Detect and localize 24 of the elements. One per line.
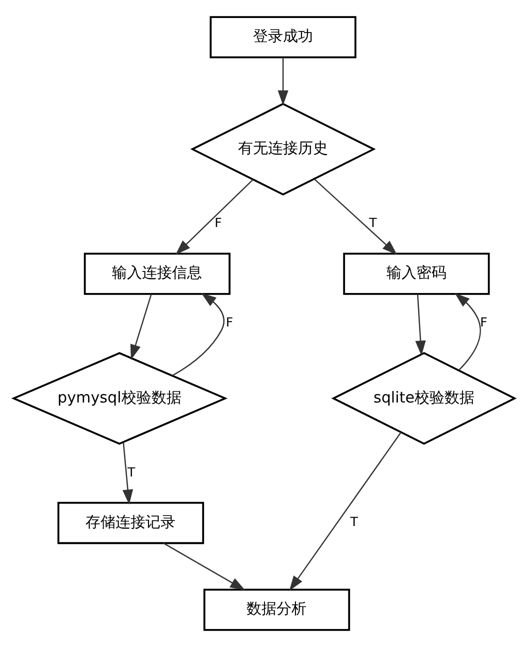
arrow xyxy=(176,179,254,255)
arrow xyxy=(314,178,398,255)
arrow xyxy=(415,294,426,356)
node-diamond: 有无连接历史 xyxy=(190,102,376,196)
arrow xyxy=(130,294,152,360)
node-box: 存储连接记录 xyxy=(57,502,204,544)
node-diamond: pymysql校验数据 xyxy=(11,352,228,445)
arrow xyxy=(122,442,134,505)
edge-label: F xyxy=(214,215,222,230)
edge-label: F xyxy=(480,314,488,330)
arrow xyxy=(454,292,481,371)
node-diamond: sqlite校验数据 xyxy=(331,352,517,445)
node-box: 输入密码 xyxy=(343,252,490,295)
node-box: 数据分析 xyxy=(203,588,350,631)
arrow xyxy=(278,58,288,106)
arrow xyxy=(163,542,246,590)
arrow xyxy=(289,432,402,591)
node-box: 输入连接信息 xyxy=(84,252,230,295)
edge-label: F xyxy=(226,314,234,330)
node-box: 登录成功 xyxy=(210,16,356,58)
arrow xyxy=(172,293,225,376)
edge-label: T xyxy=(350,514,358,530)
edge-label: T xyxy=(369,215,377,230)
edge-label: T xyxy=(128,464,136,480)
